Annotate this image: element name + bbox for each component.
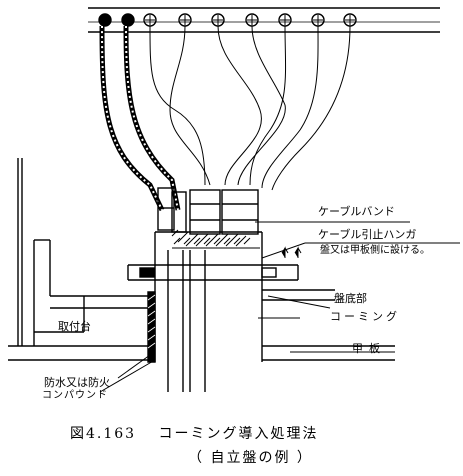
label-cable-band: ケーブルバンド (318, 205, 395, 218)
cable-band (171, 229, 260, 249)
thin-wires (149, 25, 351, 191)
deck-plate (8, 345, 395, 361)
label-compound-line2: コンパウンド (42, 390, 108, 401)
mount-base-frame (17, 158, 155, 346)
label-coaming: コーミング (330, 310, 400, 323)
coaming-tube (154, 231, 263, 392)
arrow-markers (281, 246, 302, 258)
label-deck-plate: 甲板 (352, 342, 386, 355)
label-hanger-note: 盤又は甲板側に設ける。 (320, 245, 430, 256)
label-panel-bottom: 盤底部 (334, 292, 367, 305)
panel-bottom-plate (127, 264, 335, 301)
label-mount-base: 取付台 (58, 320, 91, 333)
figure-caption: 図4.163 コーミング導入処理法 (70, 426, 319, 442)
label-compound-line1: 防水又は防火 (44, 376, 110, 389)
terminals (98, 13, 357, 27)
braided-cables (99, 25, 181, 212)
compound-fill (147, 291, 156, 363)
terminal-filled-1 (98, 13, 112, 27)
terminal-filled-2 (121, 13, 135, 27)
figure-subcaption: （ 自立盤の例 ） (188, 450, 313, 466)
terminal-rail (88, 7, 440, 33)
label-cable-hanger: ケーブル引止ハンガ (318, 228, 417, 241)
